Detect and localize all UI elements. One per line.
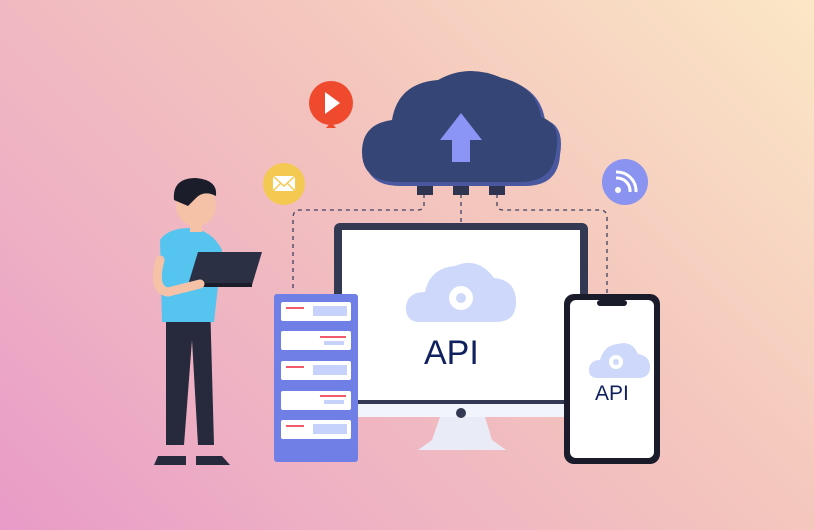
person-with-laptop <box>152 178 262 465</box>
smartphone <box>564 294 660 464</box>
video-play-icon <box>309 81 353 128</box>
rss-icon <box>602 159 648 205</box>
monitor-api-label: API <box>424 334 479 372</box>
monitor <box>334 223 588 450</box>
server-rack <box>274 294 358 462</box>
mail-icon <box>263 163 305 205</box>
cloud-upload-icon <box>362 70 561 195</box>
phone-api-label: API <box>595 382 629 405</box>
